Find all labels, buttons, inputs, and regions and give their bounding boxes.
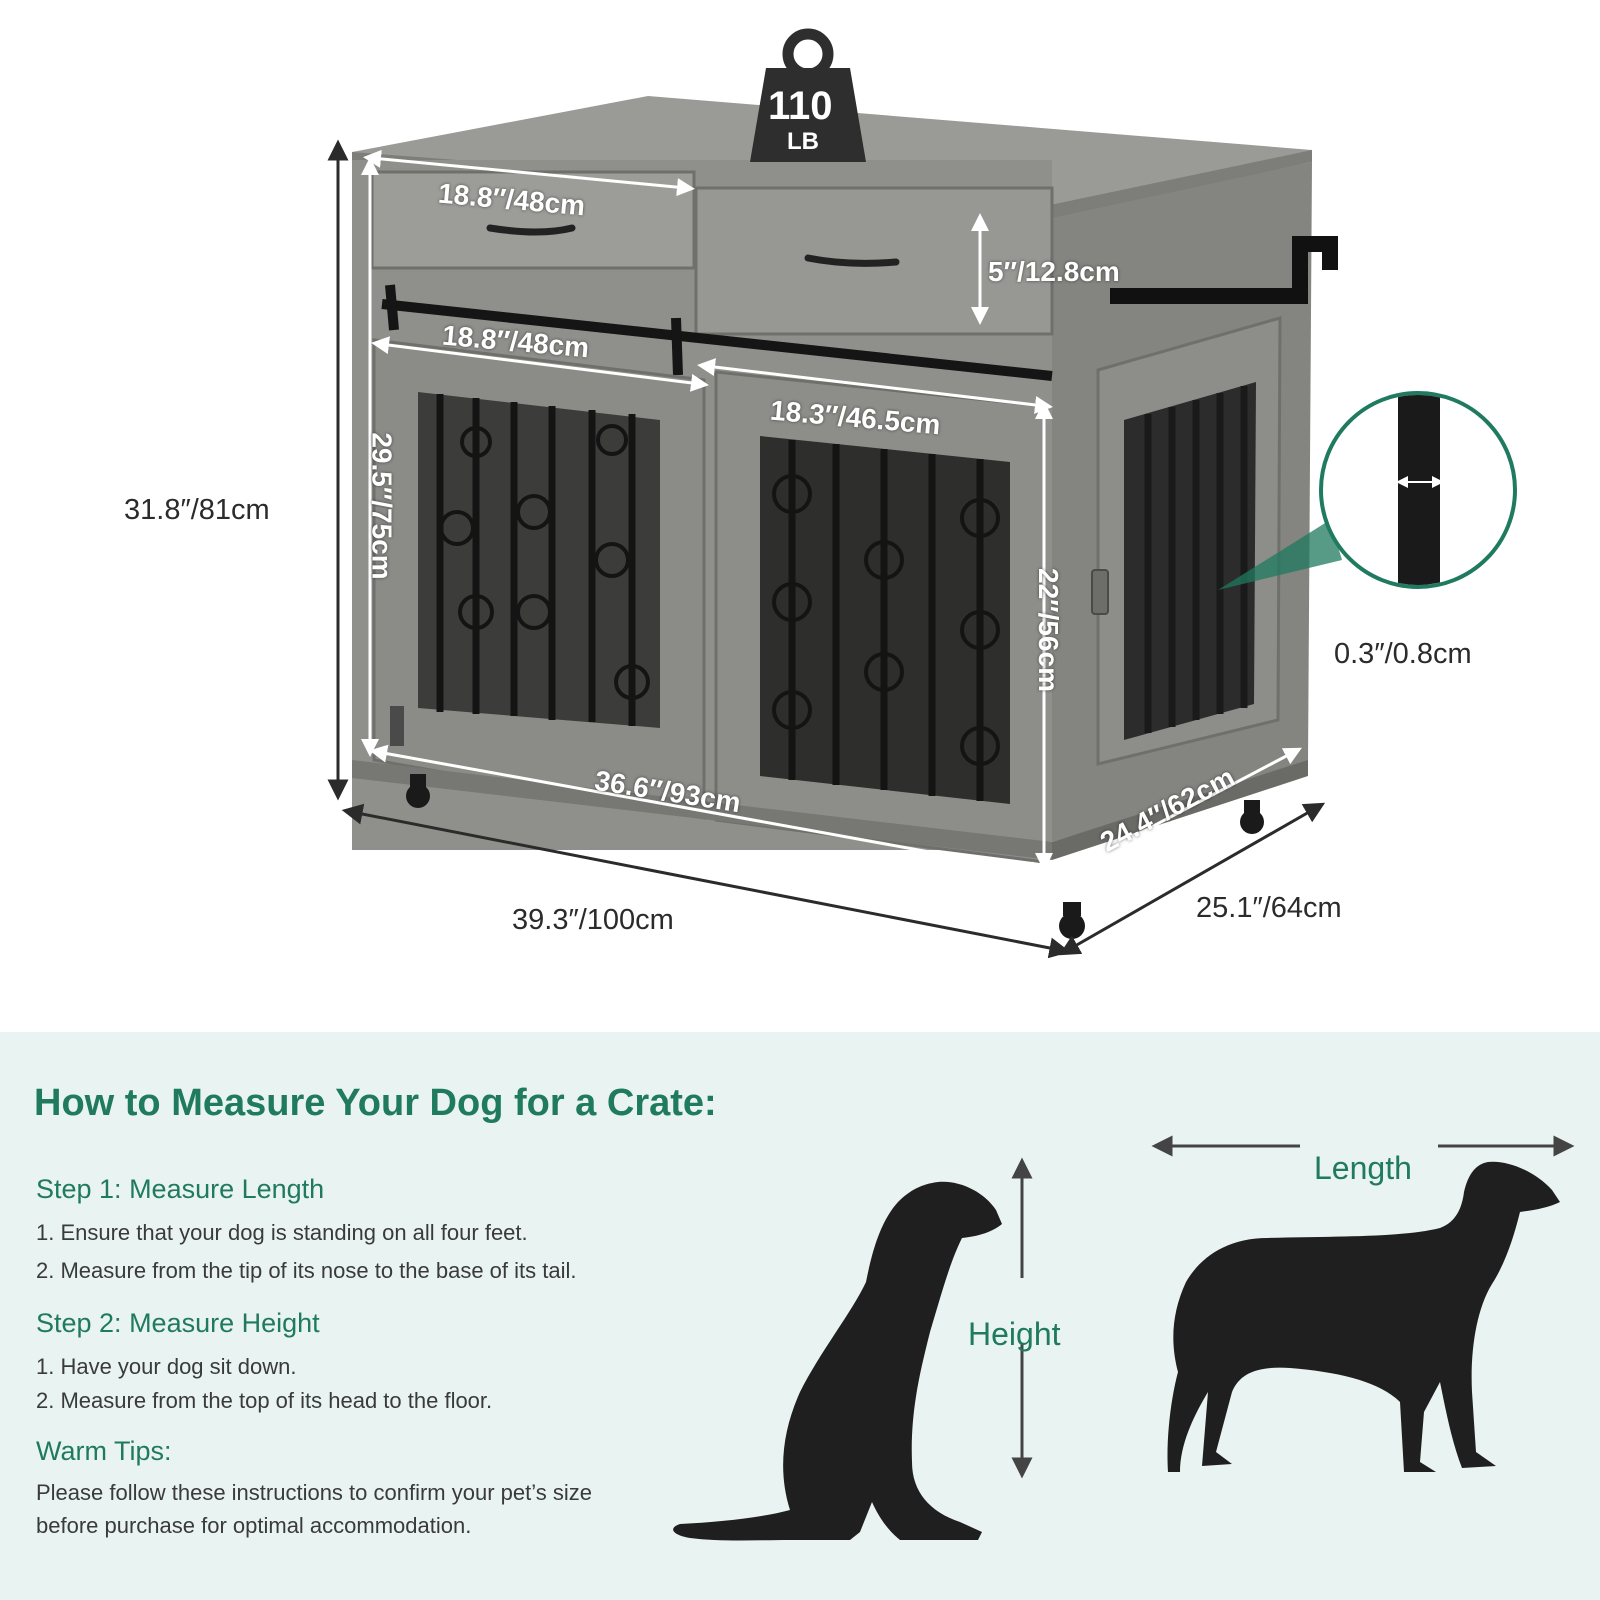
sitting-dog-icon (673, 1181, 1002, 1541)
step1-heading: Step 1: Measure Length (36, 1174, 325, 1204)
bar-zoom-callout (1319, 391, 1517, 589)
right-inner-height-label: 22″/56cm (1032, 568, 1064, 692)
left-inner-height-label: 29.5″/75cm (366, 432, 398, 580)
crate-illustration (327, 28, 1517, 959)
step2-line-2: 2. Measure from the top of its head to t… (36, 1388, 493, 1413)
total-width-label: 39.3″/100cm (512, 904, 674, 936)
right-door-bars (788, 440, 984, 801)
step2-heading: Step 2: Measure Height (36, 1308, 320, 1338)
drawer-height-label: 5″/12.8cm (988, 256, 1120, 287)
side-bars (1144, 386, 1248, 733)
step1-line-1: 1. Ensure that your dog is standing on a… (36, 1220, 528, 1245)
total-depth-label: 25.1″/64cm (1196, 892, 1342, 924)
product-dimension-area: 110 LB 31.8″/81cm 39.3″/100cm 25.1″/64cm… (124, 28, 1517, 959)
weight-value: 110 (768, 84, 833, 128)
length-label: Length (1314, 1150, 1412, 1186)
weight-icon (750, 28, 866, 162)
bar-diameter-label: 0.3″/0.8cm (1334, 638, 1472, 670)
tips-text: Please follow these instructions to conf… (36, 1480, 592, 1538)
weight-unit: LB (787, 128, 819, 155)
dog-diagram (673, 1135, 1575, 1541)
standing-dog-icon (1167, 1161, 1560, 1472)
total-height-label: 31.8″/81cm (124, 494, 270, 526)
guide-title: How to Measure Your Dog for a Crate: (34, 1082, 717, 1124)
step1-line-2: 2. Measure from the tip of its nose to t… (36, 1258, 577, 1283)
tips-heading: Warm Tips: (36, 1436, 172, 1466)
height-label: Height (968, 1316, 1061, 1352)
left-door-bars (436, 394, 636, 726)
step2-line-1: 1. Have your dog sit down. (36, 1354, 297, 1379)
